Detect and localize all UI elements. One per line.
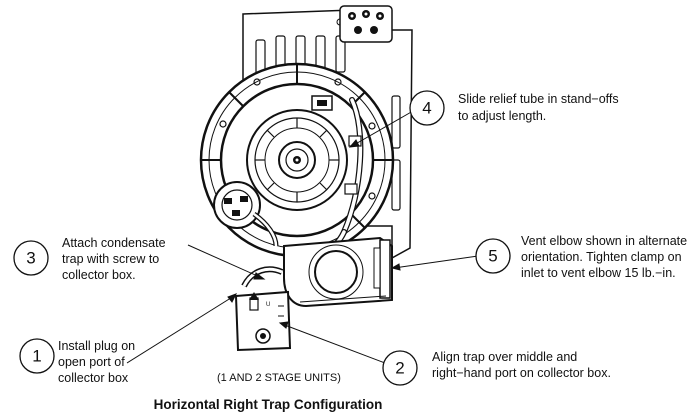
callout-1-circle [19, 338, 55, 374]
leader-lines [126, 110, 479, 364]
callout-5-circle [475, 238, 511, 274]
callout-4: 4 Slide relief tube in stand−offs to adj… [409, 90, 619, 126]
pressure-switch-fitting [339, 5, 393, 43]
callout-3-line-3: collector box. [62, 268, 136, 282]
vent-elbow [283, 236, 393, 308]
svg-text:U: U [266, 302, 270, 308]
callout-5-text-line-2: orientation. Tighten clamp on [521, 250, 682, 264]
callout-5-text-line-3: inlet to vent elbow 15 lb.−in. [521, 266, 676, 280]
callout-4-number: 4 [422, 99, 431, 118]
inducer-assembly-drawing: U [199, 5, 413, 352]
callout-5-text-line-1: Vent elbow shown in alternate [521, 234, 687, 248]
callout-4-circle [409, 90, 445, 126]
callout-2-number: 2 [395, 359, 404, 378]
callout-2-line-1: Align trap over middle and [432, 350, 577, 364]
callout-2: 2 Align trap over middle and right−hand … [382, 350, 611, 386]
callout-1-line-2: open port of [58, 355, 125, 369]
diagram-title: Horizontal Right Trap Configuration [154, 397, 383, 412]
callout-1-line-1: Install plug on [58, 339, 135, 353]
callout-3-number: 3 [26, 249, 35, 268]
callout-2-line-2: right−hand port on collector box. [432, 366, 611, 380]
callout-5-number: 5 [488, 247, 497, 266]
callout-1: 1 Install plug on open port of collector… [19, 338, 135, 385]
callout-3-line-1: Attach condensate [62, 236, 166, 250]
callout-1-line-3: collector box [58, 371, 129, 385]
callout-5: 5 Vent elbow shown in alternate Vent elb… [475, 238, 511, 274]
units-subtitle: (1 AND 2 STAGE UNITS) [217, 372, 341, 384]
condensate-trap: U [234, 266, 292, 352]
callout-3-circle [13, 240, 49, 276]
callout-5-text: Vent elbow shown in alternate orientatio… [521, 234, 687, 280]
callout-2-circle [382, 350, 418, 386]
callout-3-line-2: trap with screw to [62, 252, 159, 266]
inducer-motor [246, 109, 348, 211]
callout-1-number: 1 [32, 347, 41, 366]
callout-4-line-2: to adjust length. [458, 109, 546, 123]
callout-3: 3 Attach condensate trap with screw to c… [13, 236, 166, 282]
pressure-switch [213, 181, 279, 247]
callout-4-line-1: Slide relief tube in stand−offs [458, 92, 619, 106]
